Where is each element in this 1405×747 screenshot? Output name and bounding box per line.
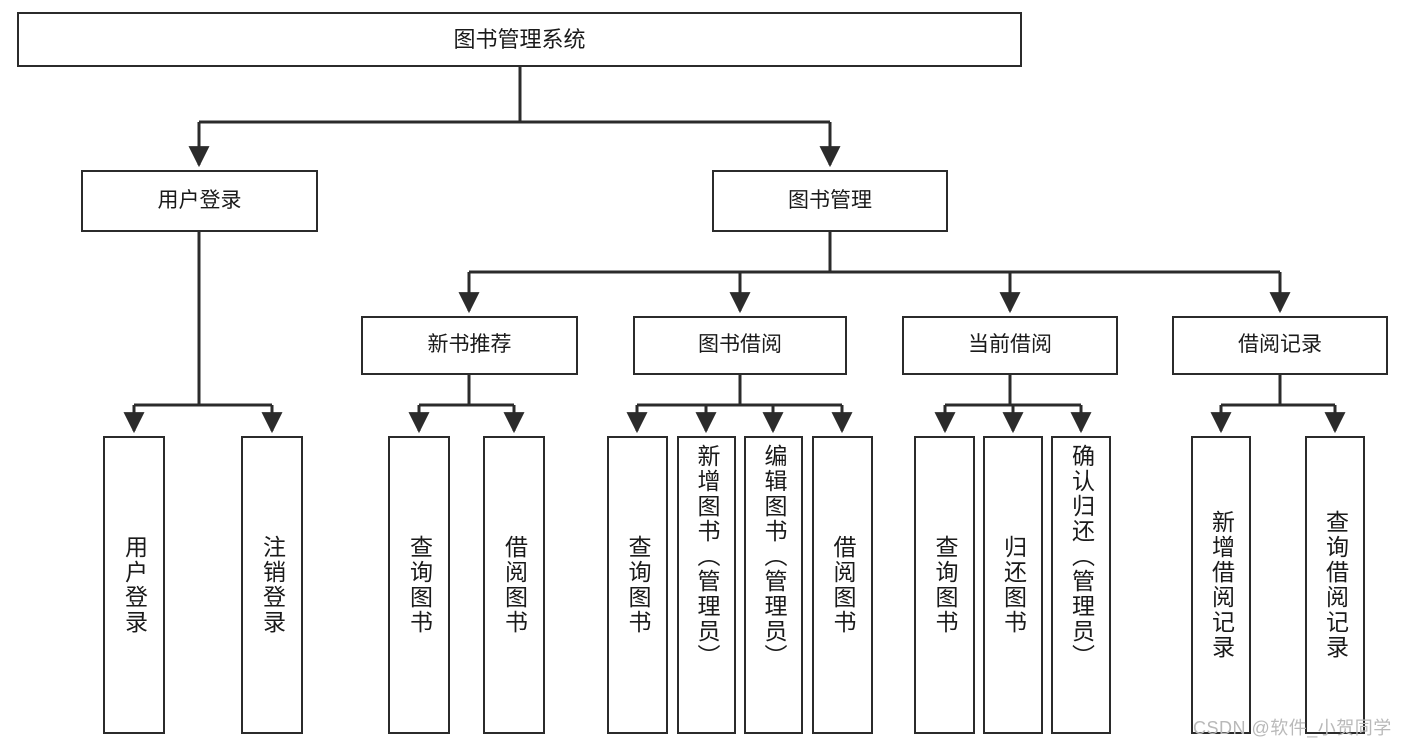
node-leaf-borrow-book-1[interactable]: 借阅图书 [483, 436, 545, 734]
node-leaf-borrow-book-2-label: 借阅图书 [830, 535, 856, 635]
node-leaf-borrow-book-1-label: 借阅图书 [501, 535, 528, 635]
node-leaf-query-book-1-label: 查询图书 [406, 535, 433, 635]
node-user-login[interactable]: 用户登录 [81, 170, 318, 232]
node-leaf-query-book-1[interactable]: 查询图书 [388, 436, 450, 734]
node-leaf-query-book-2[interactable]: 查询图书 [607, 436, 668, 734]
node-leaf-query-book-3[interactable]: 查询图书 [914, 436, 975, 734]
node-leaf-user-login-label: 用户登录 [121, 535, 148, 635]
node-leaf-confirm-return[interactable]: 确认归还（管理员） [1051, 436, 1111, 734]
node-leaf-edit-book[interactable]: 编辑图书（管理员） [744, 436, 803, 734]
node-root-label: 图书管理系统 [453, 26, 586, 52]
node-root[interactable]: 图书管理系统 [17, 12, 1022, 67]
node-leaf-query-book-3-label: 查询图书 [932, 535, 958, 635]
node-leaf-add-book[interactable]: 新增图书（管理员） [677, 436, 736, 734]
node-book-manage[interactable]: 图书管理 [712, 170, 948, 232]
node-leaf-logout-login-label: 注销登录 [259, 535, 286, 635]
node-leaf-user-login[interactable]: 用户登录 [103, 436, 165, 734]
node-leaf-add-record-label: 新增借阅记录 [1208, 510, 1235, 660]
node-new-book-recommend-label: 新书推荐 [427, 333, 512, 357]
node-leaf-query-record-label: 查询借阅记录 [1322, 510, 1349, 660]
node-leaf-return-book-label: 归还图书 [1000, 535, 1027, 635]
node-leaf-confirm-return-label: 确认归还（管理员） [1068, 444, 1095, 669]
node-borrow-record[interactable]: 借阅记录 [1172, 316, 1388, 375]
node-new-book-recommend[interactable]: 新书推荐 [361, 316, 578, 375]
node-leaf-add-record[interactable]: 新增借阅记录 [1191, 436, 1251, 734]
node-borrow-record-label: 借阅记录 [1238, 333, 1322, 357]
node-current-borrow-label: 当前借阅 [968, 333, 1052, 357]
node-leaf-borrow-book-2[interactable]: 借阅图书 [812, 436, 873, 734]
node-current-borrow[interactable]: 当前借阅 [902, 316, 1118, 375]
node-book-borrow-label: 图书借阅 [698, 333, 782, 357]
node-leaf-logout-login[interactable]: 注销登录 [241, 436, 303, 734]
node-user-login-label: 用户登录 [157, 188, 242, 212]
watermark: CSDN @软件_小贺同学 [1193, 718, 1392, 738]
node-leaf-add-book-label: 新增图书（管理员） [694, 444, 720, 669]
node-leaf-query-record[interactable]: 查询借阅记录 [1305, 436, 1365, 734]
node-leaf-edit-book-label: 编辑图书（管理员） [761, 444, 787, 669]
node-leaf-query-book-2-label: 查询图书 [625, 535, 651, 635]
node-leaf-return-book[interactable]: 归还图书 [983, 436, 1043, 734]
node-book-manage-label: 图书管理 [788, 188, 872, 212]
node-book-borrow[interactable]: 图书借阅 [633, 316, 847, 375]
